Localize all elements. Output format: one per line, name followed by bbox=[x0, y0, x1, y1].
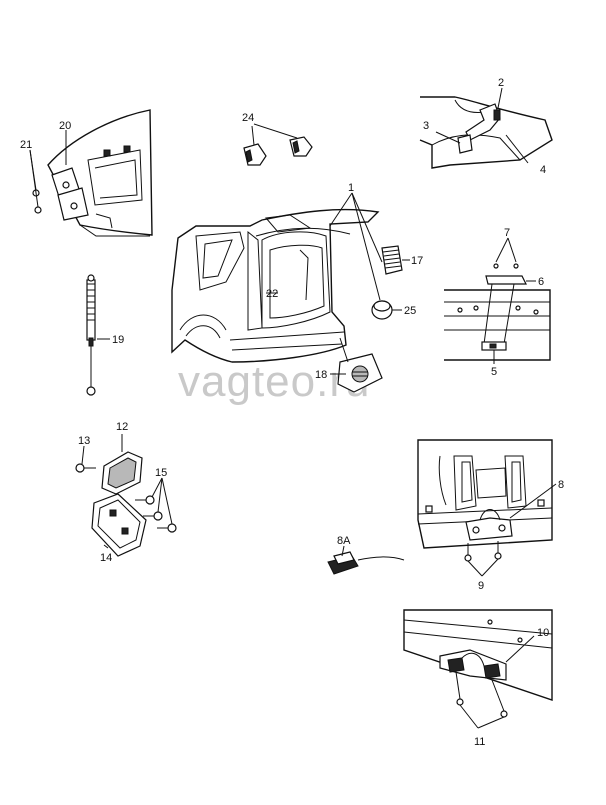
latch-detail-18 bbox=[330, 337, 383, 393]
callout-3: 3 bbox=[423, 120, 429, 132]
callout-19: 19 bbox=[112, 334, 124, 346]
gas-strut-19 bbox=[86, 274, 110, 396]
callout-2: 2 bbox=[498, 77, 504, 89]
clip-24 bbox=[243, 123, 313, 166]
bump-stop-17 bbox=[381, 245, 410, 275]
callout-24: 24 bbox=[242, 112, 254, 124]
callout-10: 10 bbox=[537, 627, 549, 639]
buffer-25 bbox=[371, 300, 402, 320]
panel-bracket-5-6-7 bbox=[444, 237, 551, 364]
callout-5: 5 bbox=[491, 366, 497, 378]
callout-18: 18 bbox=[315, 369, 327, 381]
callout-7: 7 bbox=[504, 227, 510, 239]
hinge-assembly-20 bbox=[47, 109, 153, 237]
watermark: vagteo.ru bbox=[178, 357, 370, 406]
callout-22: 22 bbox=[266, 288, 278, 300]
callout-14: 14 bbox=[100, 552, 112, 564]
callout-8a: 8A bbox=[337, 535, 351, 547]
latch-detail-10-11 bbox=[403, 609, 553, 729]
callout-11: 11 bbox=[474, 736, 485, 748]
callout-8: 8 bbox=[558, 479, 564, 491]
hinge-plate-12-13-14-15 bbox=[75, 434, 177, 557]
callout-25: 25 bbox=[404, 305, 416, 317]
callout-15: 15 bbox=[155, 467, 167, 479]
callout-13: 13 bbox=[78, 435, 90, 447]
callout-12: 12 bbox=[116, 421, 128, 433]
callout-6: 6 bbox=[538, 276, 544, 288]
screw-21 bbox=[29, 149, 42, 214]
striker-detail-8-9 bbox=[417, 439, 557, 577]
callout-21: 21 bbox=[20, 139, 32, 151]
callout-17: 17 bbox=[411, 255, 423, 267]
vehicle-rear-tailgate bbox=[171, 208, 380, 363]
callout-9: 9 bbox=[478, 580, 484, 592]
hinge-bracket-2-3-4 bbox=[419, 87, 553, 169]
leaders-1 bbox=[329, 192, 383, 301]
callout-1: 1 bbox=[348, 182, 354, 194]
cable-8a bbox=[327, 545, 405, 575]
callout-4: 4 bbox=[540, 164, 546, 176]
callout-20: 20 bbox=[59, 120, 71, 132]
